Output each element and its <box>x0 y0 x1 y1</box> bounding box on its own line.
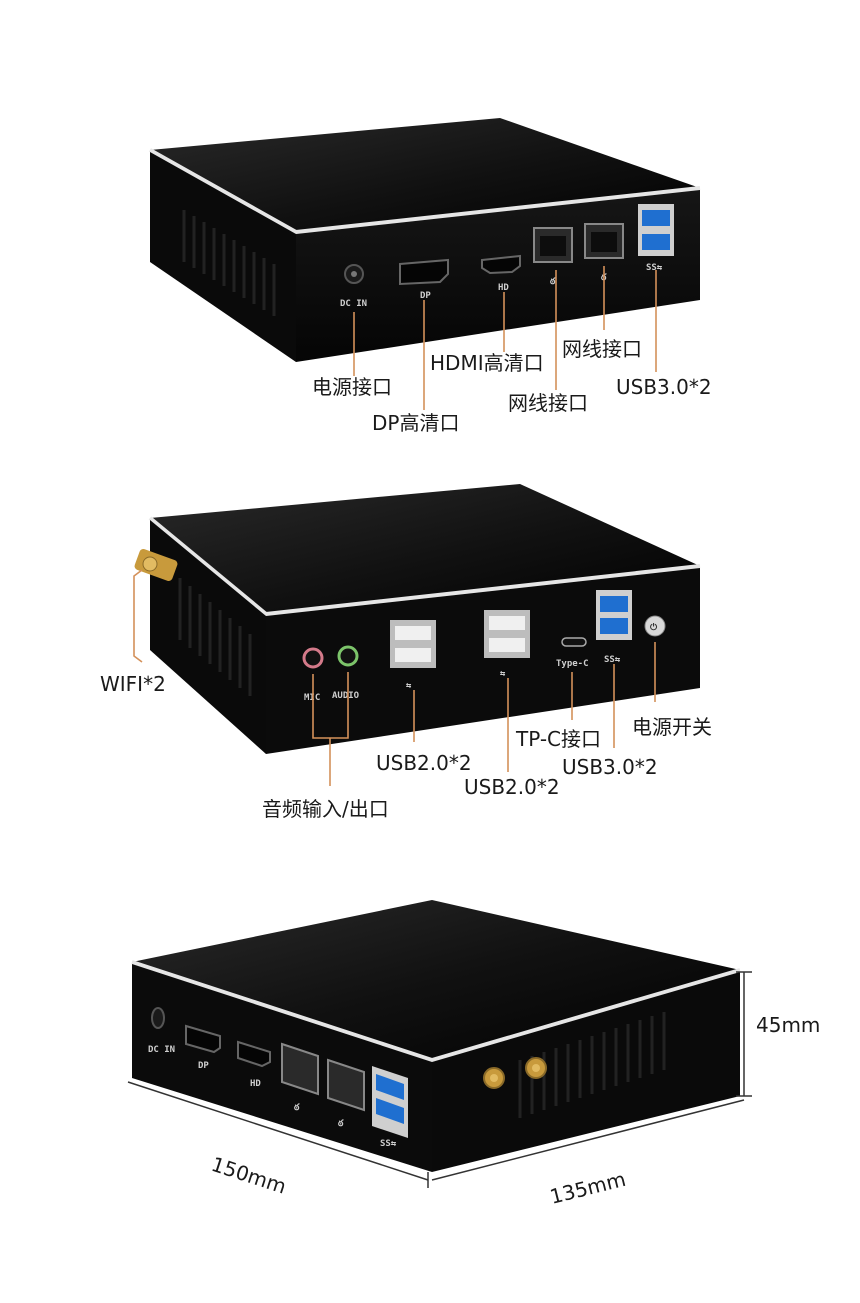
usb3-ports-3: SS⇆ <box>372 1066 408 1149</box>
wifi-antenna-connectors-3 <box>483 1057 547 1089</box>
typec-mark: Type-C <box>556 659 589 669</box>
label-audio: 音频输入/出口 <box>262 797 389 821</box>
view-front-ports: DC IN DP HD ఠ ఠ SS⇆ 电源接口 DP高清口 HDMI高清口 网… <box>0 0 860 450</box>
hd-mark-3: HD <box>250 1079 261 1089</box>
label-lan-port-1: 网线接口 <box>508 391 588 415</box>
view-back-ports: MIC AUDIO ⇆ ⇆ Type-C SS⇆ ⏻ <box>0 450 860 870</box>
label-power-port: 电源接口 <box>312 375 392 399</box>
dp-mark-3: DP <box>198 1061 209 1071</box>
dimension-lines <box>127 971 752 1188</box>
audio-mark: AUDIO <box>332 691 360 701</box>
mic-mark: MIC <box>304 693 320 703</box>
dim-height: 45mm <box>756 1013 820 1037</box>
leader-lines-2 <box>133 569 656 786</box>
typec-port: Type-C <box>556 637 589 669</box>
hd-mark: HD <box>498 283 509 293</box>
dp-port: DP <box>399 258 449 301</box>
hdmi-port: HD <box>481 254 521 293</box>
label-usb2-b: USB2.0*2 <box>464 775 560 799</box>
dc-in-mark-3: DC IN <box>148 1045 175 1055</box>
label-dp-port: DP高清口 <box>372 411 459 435</box>
hdmi-port-3: HD <box>237 1040 271 1089</box>
leader-lines-1 <box>353 266 657 410</box>
ss-usb-icon-2: SS⇆ <box>604 655 621 665</box>
label-usb3: USB3.0*2 <box>616 375 712 399</box>
usb-icon-a: ⇆ <box>406 681 412 691</box>
usb2-ports-b: ⇆ <box>484 610 530 679</box>
wifi-antenna-connector <box>134 548 178 582</box>
usb3-ports-1: SS⇆ <box>638 204 674 273</box>
dp-mark: DP <box>420 291 431 301</box>
lan-port-2: ఠ <box>584 223 624 283</box>
lan-icon-1: ఠ <box>550 277 556 287</box>
dim-length: 150mm <box>208 1152 289 1199</box>
usb-icon-b: ⇆ <box>500 669 506 679</box>
dc-in-jack: DC IN <box>340 264 367 309</box>
mic-jack: MIC <box>302 647 324 703</box>
dim-width: 135mm <box>547 1167 628 1209</box>
dp-port-3: DP <box>185 1024 221 1071</box>
ss-usb-icon-1: SS⇆ <box>646 263 663 273</box>
label-power-switch: 电源开关 <box>632 715 712 739</box>
lan-port-3a: ఠ <box>281 1042 319 1113</box>
label-lan-port-2: 网线接口 <box>562 337 642 361</box>
lan-port-1: ఠ <box>533 227 573 287</box>
lan-icon-3a: ఠ <box>294 1103 300 1113</box>
lan-icon-3b: ఠ <box>338 1119 344 1129</box>
view-dimensions: DC IN DP HD ఠ ఠ SS⇆ 45mm 150mm 135mm <box>0 870 860 1303</box>
mini-pc-body-3 <box>131 900 741 1172</box>
label-hdmi-port: HDMI高清口 <box>430 351 544 375</box>
mini-pc-body-2 <box>148 484 701 754</box>
label-usb2-a: USB2.0*2 <box>376 751 472 775</box>
label-wifi: WIFI*2 <box>100 672 166 696</box>
dc-in-mark: DC IN <box>340 299 367 309</box>
dc-in-jack-3: DC IN <box>148 1007 175 1055</box>
audio-jack: AUDIO <box>332 645 360 701</box>
label-usb3-2: USB3.0*2 <box>562 755 658 779</box>
usb2-ports-a: ⇆ <box>390 620 436 691</box>
lan-port-3b: ఠ <box>327 1058 365 1129</box>
usb3-ports-2: SS⇆ <box>596 590 632 665</box>
label-typec: TP-C接口 <box>515 727 601 751</box>
power-button: ⏻ <box>644 615 666 637</box>
ss-usb-icon-3: SS⇆ <box>380 1139 397 1149</box>
power-icon: ⏻ <box>650 622 658 633</box>
